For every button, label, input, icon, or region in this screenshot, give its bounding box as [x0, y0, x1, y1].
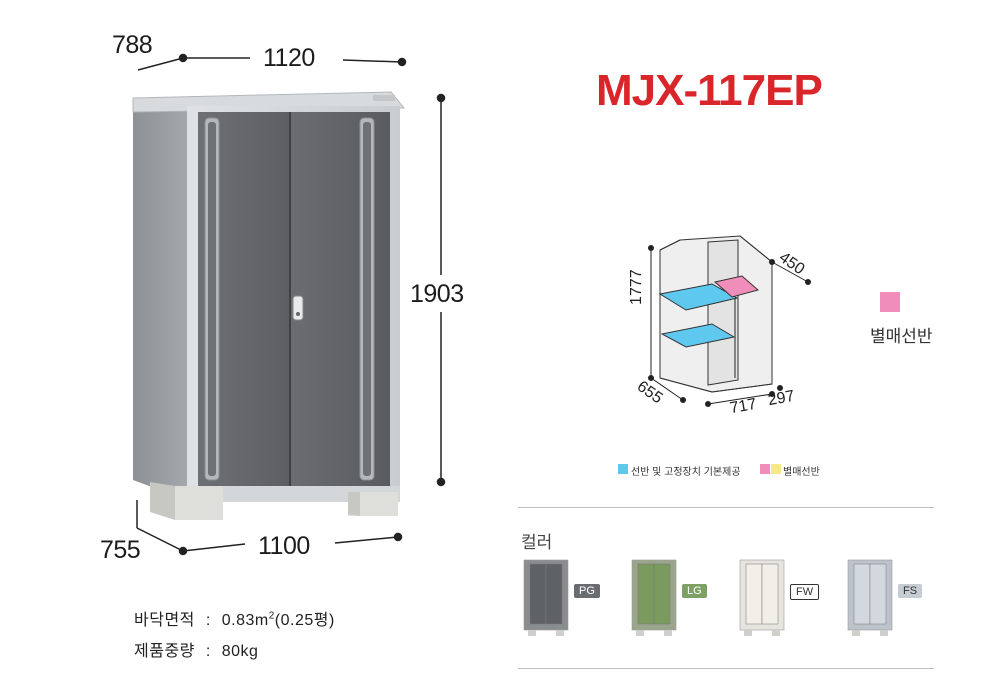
shelf-optional [713, 275, 760, 298]
thumb-door-left [529, 563, 547, 625]
optional-shelf-label: 별매선반 [870, 327, 933, 346]
interior-height-label: 1777 [628, 269, 645, 305]
color-code-badge: LG [682, 584, 707, 598]
legend-swatch-optional-pink [760, 464, 770, 474]
divider-bottom [518, 668, 934, 669]
thumb-base-right [880, 630, 888, 636]
thumb-base-right [664, 630, 672, 636]
thumb-door-right [869, 563, 887, 625]
model-title: MJX-117EP [596, 66, 823, 115]
thumb-base-left [744, 630, 752, 636]
shelf-lower [660, 323, 736, 348]
legend-swatch-included [618, 464, 628, 474]
floor-area-label: 바닥면적 [134, 612, 195, 629]
shed-body [132, 91, 406, 520]
floor-area-value: 0.83m [221, 612, 269, 629]
thumb-base-left [636, 630, 644, 636]
color-options: PG LG FW FS [520, 558, 940, 640]
interior-diagram [648, 235, 811, 407]
thumb-door-right [761, 563, 779, 625]
color-option-fw[interactable]: FW [738, 558, 838, 638]
spec-weight: 제품중량 : 80kg [134, 637, 258, 661]
thumb-door-left [745, 563, 763, 625]
floor-area-pyeong: (0.25평) [274, 612, 335, 629]
thumb-base-right [772, 630, 780, 636]
bottom-width-label: 1100 [258, 532, 310, 560]
color-section-title: 컬러 [521, 533, 553, 552]
shed-thumbnail [739, 559, 785, 636]
weight-label: 제품중량 [134, 643, 195, 660]
shed-thumbnail [523, 559, 569, 636]
legend-optional-label: 별매선반 [783, 467, 820, 478]
floor-area-sup: 2 [268, 610, 275, 622]
thumb-door-right [653, 563, 671, 625]
weight-value: 80kg [221, 643, 259, 660]
legend-swatch-optional-yellow [771, 464, 781, 474]
thumb-base-left [528, 630, 536, 636]
thumb-door-right [545, 563, 563, 625]
color-option-fs[interactable]: FS [846, 558, 946, 638]
color-option-lg[interactable]: LG [630, 558, 730, 638]
shed-thumbnail [631, 559, 677, 636]
top-width-label: 1120 [263, 44, 315, 72]
dimension-lines [136, 53, 446, 556]
bottom-depth-label: 755 [100, 536, 141, 564]
color-code-badge: FS [898, 584, 923, 598]
thumb-door-left [853, 563, 871, 625]
spec-floor-area: 바닥면적 : 0.83m2(0.25평) [134, 606, 335, 630]
shelf-upper [658, 283, 739, 311]
thumb-base-left [852, 630, 860, 636]
thumb-base-right [556, 630, 564, 636]
color-code-badge: FW [790, 584, 820, 600]
weight-separator: : [205, 643, 211, 660]
divider-top [518, 507, 934, 508]
optional-shelf-swatch [880, 292, 900, 312]
color-code-badge: PG [574, 584, 600, 598]
thumb-door-left [637, 563, 655, 625]
top-depth-label: 788 [112, 31, 153, 59]
color-option-pg[interactable]: PG [522, 558, 622, 638]
shed-thumbnail [847, 559, 893, 636]
height-label: 1903 [410, 280, 464, 308]
floor-area-separator: : [205, 612, 211, 629]
legend-included-label: 선반 및 고정장치 기본제공 [631, 467, 741, 478]
